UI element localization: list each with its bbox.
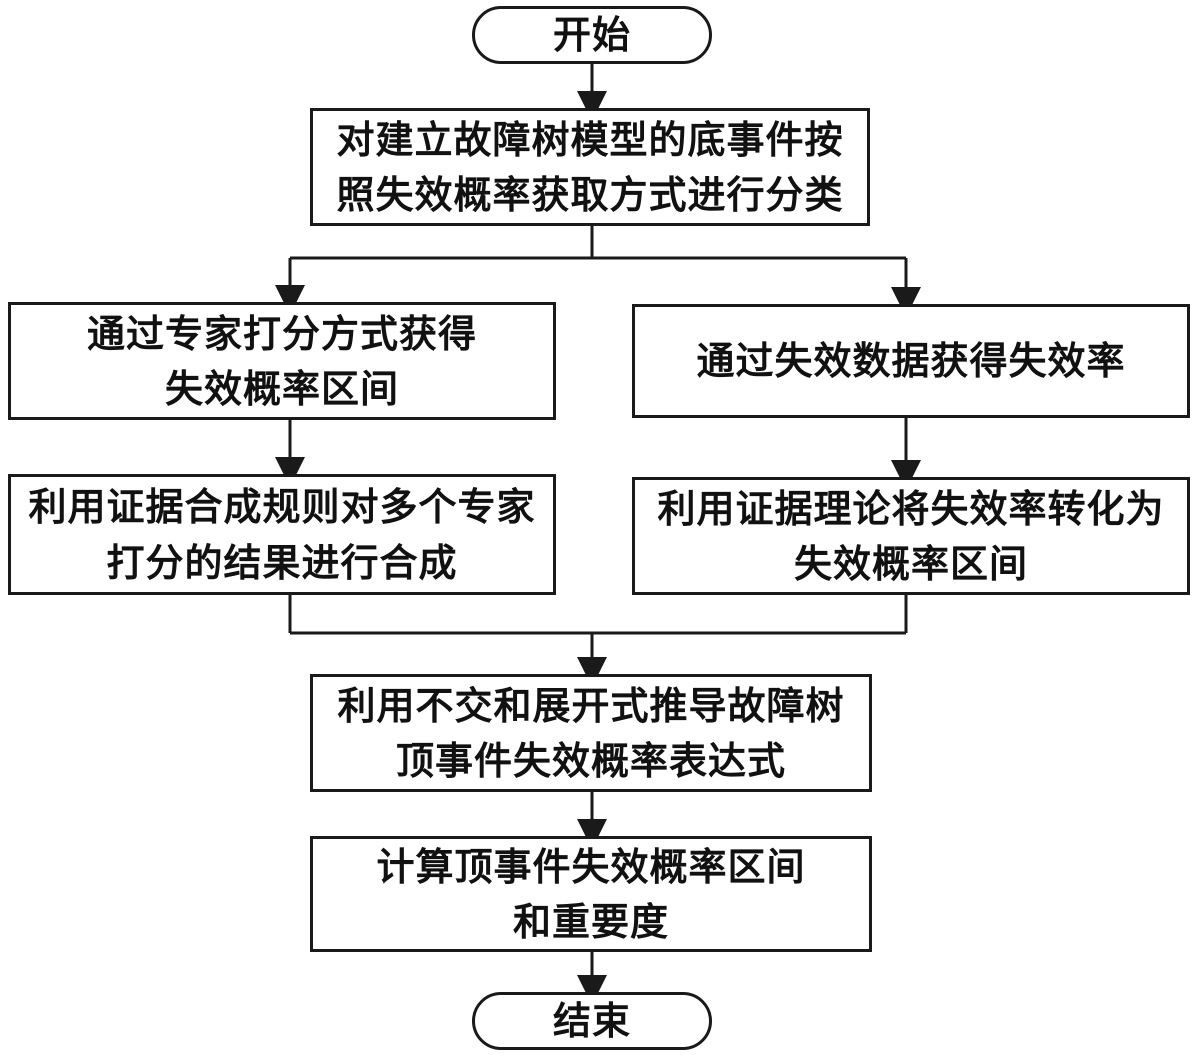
- expert-scoring-line-2: 失效概率区间: [164, 366, 399, 411]
- expert-scoring-step: 通过专家打分方式获得 失效概率区间: [8, 302, 556, 420]
- start-terminal: 开始: [472, 6, 712, 64]
- compute-interval-line-2: 和重要度: [512, 899, 669, 944]
- evidence-theory-line-1: 利用证据理论将失效率转化为: [657, 485, 1165, 531]
- evidence-combination-line-1: 利用证据合成规则对多个专家: [28, 484, 536, 530]
- evidence-combination-step: 利用证据合成规则对多个专家 打分的结果进行合成: [8, 474, 556, 595]
- compute-interval-line-1: 计算顶事件失效概率区间: [376, 843, 806, 889]
- classify-line-2: 照失效概率获取方式进行分类: [336, 172, 844, 217]
- classify-step: 对建立故障树模型的底事件按 照失效概率获取方式进行分类: [310, 108, 870, 226]
- compute-interval-step: 计算顶事件失效概率区间 和重要度: [310, 836, 872, 952]
- end-label: 结束: [552, 998, 631, 1044]
- classify-line-1: 对建立故障树模型的底事件按: [336, 116, 844, 162]
- expert-scoring-line-1: 通过专家打分方式获得: [86, 310, 477, 356]
- evidence-theory-line-2: 失效概率区间: [793, 541, 1028, 586]
- evidence-theory-step: 利用证据理论将失效率转化为 失效概率区间: [632, 477, 1190, 595]
- end-terminal: 结束: [472, 992, 712, 1050]
- failure-data-line-1: 通过失效数据获得失效率: [696, 338, 1126, 384]
- failure-data-step: 通过失效数据获得失效率: [632, 304, 1190, 418]
- start-label: 开始: [552, 12, 631, 58]
- evidence-combination-line-2: 打分的结果进行合成: [106, 539, 458, 585]
- derive-expression-line-1: 利用不交和展开式推导故障树: [337, 682, 845, 728]
- derive-expression-step: 利用不交和展开式推导故障树 顶事件失效概率表达式: [310, 674, 872, 792]
- derive-expression-line-2: 顶事件失效概率表达式: [395, 738, 786, 783]
